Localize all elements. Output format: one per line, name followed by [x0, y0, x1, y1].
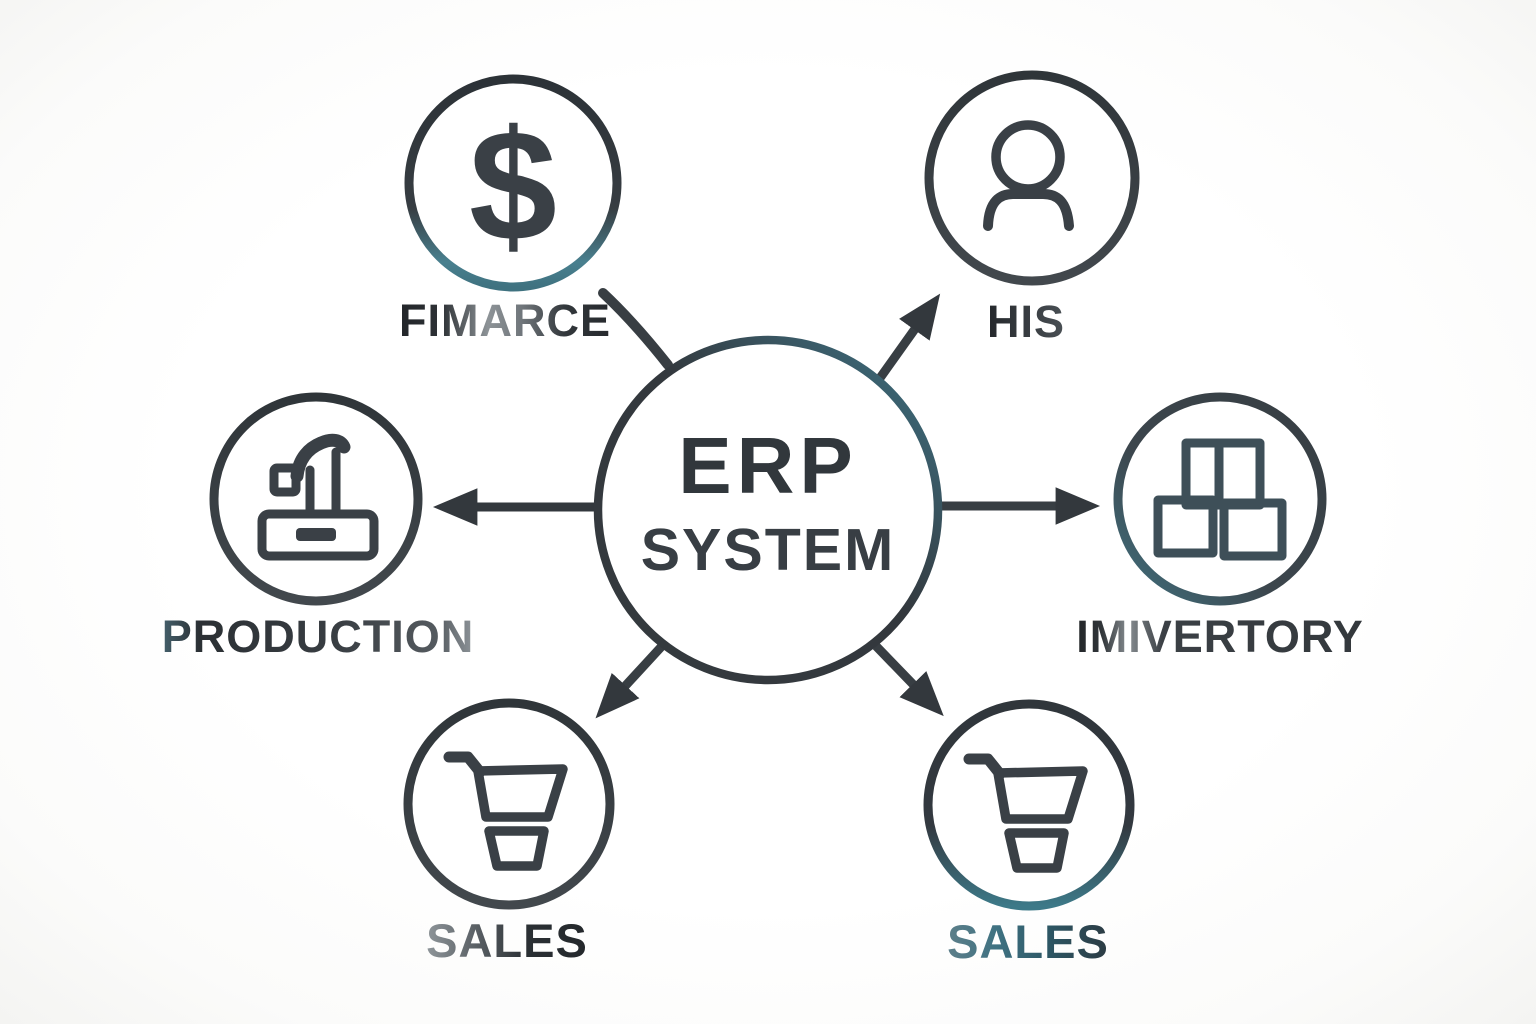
arrow-to-sales-left [595, 642, 666, 719]
connector-finance [598, 288, 673, 370]
dollar-sign-icon: $ [469, 98, 557, 274]
press-machine-icon [257, 433, 379, 561]
production-label: PRODUCTION [162, 611, 475, 662]
arrow-to-sales-right [872, 642, 944, 717]
sales-right-label: SALES [947, 915, 1109, 968]
finance-label: FIMARCE [399, 295, 611, 346]
shopping-cart-icon [443, 751, 568, 871]
hr-label: HIS [987, 296, 1065, 347]
sales-right-node-circle [923, 699, 1135, 911]
sales-right-node: SALES [923, 699, 1135, 968]
production-node-circle [209, 392, 423, 606]
sales-left-label: SALES [426, 914, 588, 967]
arrow-to-hr [876, 293, 941, 381]
inventory-node: IMIVERTORY [1076, 392, 1364, 662]
shopping-cart-icon [963, 753, 1088, 873]
inventory-label: IMIVERTORY [1076, 611, 1364, 662]
erp-subtitle: SYSTEM [641, 517, 896, 583]
erp-hub-circle [593, 335, 943, 685]
stacked-boxes-icon [1153, 438, 1287, 561]
sales-left-node: SALES [403, 698, 615, 967]
finance-node-circle [404, 74, 622, 292]
hr-node-circle [924, 70, 1140, 286]
production-node: PRODUCTION [162, 392, 475, 662]
hr-node: HIS [924, 70, 1140, 347]
erp-title: ERP [678, 421, 858, 510]
sales-left-node-circle [403, 698, 615, 910]
finance-node: $ FIMARCE [399, 74, 622, 346]
erp-hub: ERP SYSTEM [593, 335, 943, 685]
person-icon [983, 120, 1074, 231]
